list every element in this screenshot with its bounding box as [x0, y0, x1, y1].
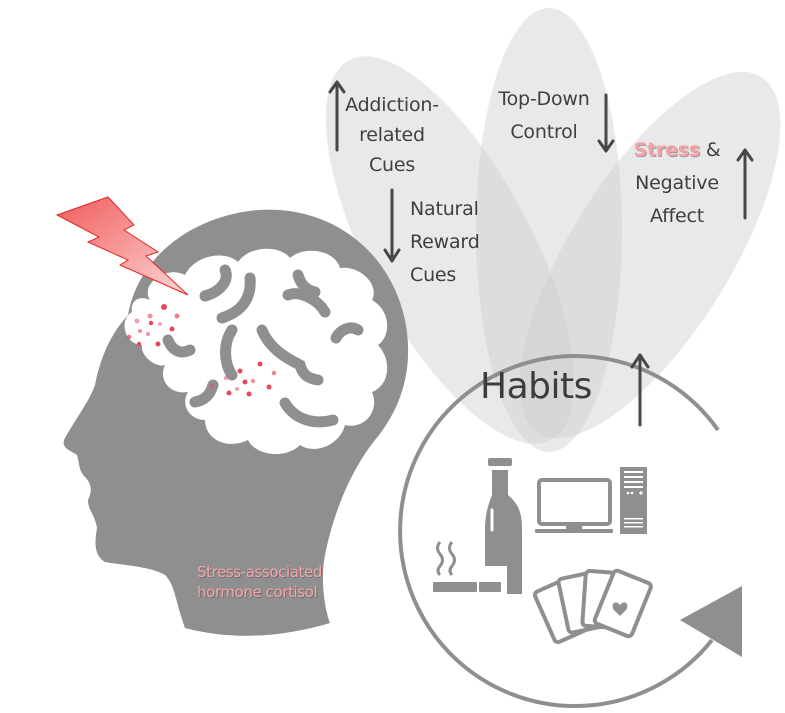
- label-line: Cues: [410, 264, 457, 286]
- bottle-icon: [485, 458, 522, 594]
- computer-monitor-icon: [535, 478, 613, 533]
- habit-cycle: [398, 354, 720, 708]
- cigarette-icon: [433, 541, 501, 592]
- lightning-bolt-icon: [55, 196, 189, 296]
- label-line: Top-Down: [498, 88, 590, 110]
- caption-line: hormone cortisol: [197, 583, 318, 601]
- petal-addiction: [325, 56, 575, 444]
- caption-line: Stress-associated: [197, 563, 322, 581]
- label-natural-reward-cues: Natural Reward Cues: [410, 193, 480, 292]
- label-line: Control: [510, 121, 578, 143]
- label-line: Cues: [368, 154, 416, 176]
- habits-label: Habits: [480, 366, 592, 407]
- computer-tower-icon: [620, 467, 647, 534]
- habit-icons: [433, 458, 653, 645]
- label-line: Addiction-: [345, 94, 439, 116]
- label-top-down-control: Top-Down Control: [490, 83, 598, 149]
- arrow-down-top-down-icon: [597, 93, 615, 153]
- petals: [325, 8, 781, 452]
- brain: [124, 248, 388, 455]
- arrow-up-addiction-icon: [328, 80, 346, 152]
- label-line: Negative: [635, 172, 719, 194]
- arrows: [328, 80, 754, 427]
- ampersand: &: [699, 139, 721, 161]
- cycle-arc: [398, 354, 720, 708]
- cortisol-caption: Stress-associated hormone cortisol: [197, 562, 322, 602]
- label-line: Stress &: [630, 134, 724, 167]
- label-stress-negative-affect: Stress & Negative Affect: [630, 134, 724, 233]
- label-line: Natural: [410, 198, 479, 220]
- label-line: Affect: [649, 205, 705, 227]
- label-addiction-cues: Addiction- related Cues: [343, 89, 441, 182]
- playing-cards-icon: [532, 568, 653, 645]
- arrow-up-habits-icon: [630, 353, 650, 427]
- petal-top-down: [476, 8, 622, 452]
- petal-stress: [519, 71, 781, 439]
- arrow-down-natural-reward-icon: [383, 188, 401, 263]
- cycle-arrowhead-icon: [680, 586, 742, 657]
- stress-word: Stress: [633, 139, 701, 161]
- cortisol-dots: [126, 304, 277, 397]
- label-line: Reward: [410, 231, 480, 253]
- label-line: related: [359, 124, 425, 146]
- arrow-up-stress-icon: [736, 148, 754, 220]
